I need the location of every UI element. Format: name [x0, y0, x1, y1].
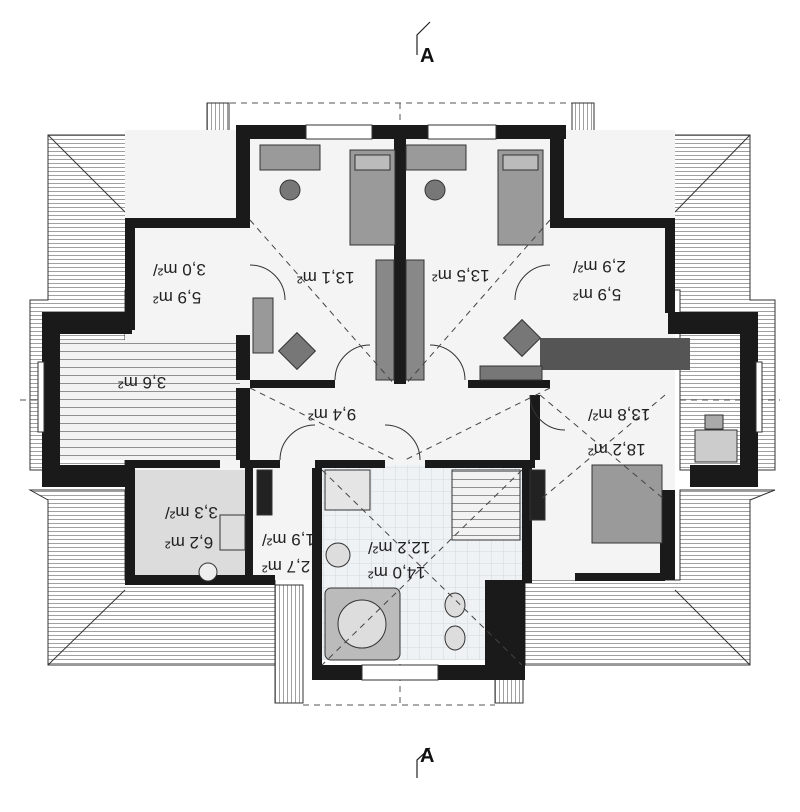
room-label-closet-right-1: 2,9 m²/	[573, 257, 626, 276]
dashed-diagonals	[249, 219, 666, 666]
dormer-left	[274, 584, 304, 704]
desk-left	[259, 144, 321, 171]
section-arrow-top-icon	[416, 21, 431, 55]
armchair-left	[277, 331, 317, 371]
room-label-hall: 9,4 m²	[308, 405, 357, 424]
wardrobe-right	[405, 259, 425, 381]
room-label-closet-left-1: 3,0 m²/	[153, 260, 206, 279]
sauna	[451, 469, 521, 541]
desk-large	[694, 429, 738, 463]
chair-right	[424, 179, 446, 201]
doors	[249, 264, 566, 461]
furniture	[198, 144, 738, 661]
windows	[37, 124, 763, 681]
armchair-right	[502, 318, 542, 358]
washbasin	[325, 542, 351, 568]
section-arrow-bottom-icon	[416, 747, 431, 778]
bench	[479, 365, 543, 381]
bed-large	[591, 464, 663, 544]
section-mark-top: A	[420, 45, 435, 67]
room-label-bedroom-large-2: 18,2 m²	[588, 440, 646, 459]
room-label-bedroom-left: 13,1 m²	[297, 268, 355, 287]
chair-left	[279, 179, 301, 201]
room-label-bath-1: 12,2 m²/	[368, 538, 431, 557]
room-label-wc-2: 6,2 m²	[165, 533, 214, 552]
radiator-2	[529, 469, 546, 521]
room-label-bath-2: 14,0 m²	[368, 563, 426, 582]
toilet-bath	[444, 592, 466, 618]
room-label-closet-right-2: 5,9 m²	[573, 285, 622, 304]
desk-right	[405, 144, 467, 171]
bidet	[444, 625, 466, 651]
sink-wc	[219, 514, 246, 551]
toilet-wc	[198, 562, 218, 582]
wardrobe-left	[375, 259, 395, 381]
room-label-bedroom-right: 13,5 m²	[432, 266, 490, 285]
stair-floor	[60, 340, 240, 460]
radiator-1	[256, 469, 273, 516]
room-label-storage-2: 2,7 m²	[262, 557, 311, 576]
walls	[42, 125, 758, 680]
roof-bottom-right	[524, 489, 776, 666]
room-label-bedroom-large-1: 13,8 m²/	[588, 405, 651, 424]
shower	[324, 469, 371, 511]
room-label-storage-1: 1,9 m²/	[262, 530, 315, 549]
shelf-left	[252, 297, 274, 354]
room-label-stair: 3,6 m²	[118, 373, 167, 392]
section-mark-bottom: A	[420, 745, 435, 767]
room-label-wc-1: 3,3 m²/	[165, 503, 218, 522]
room-label-closet-left-2: 5,9 m²	[153, 288, 202, 307]
